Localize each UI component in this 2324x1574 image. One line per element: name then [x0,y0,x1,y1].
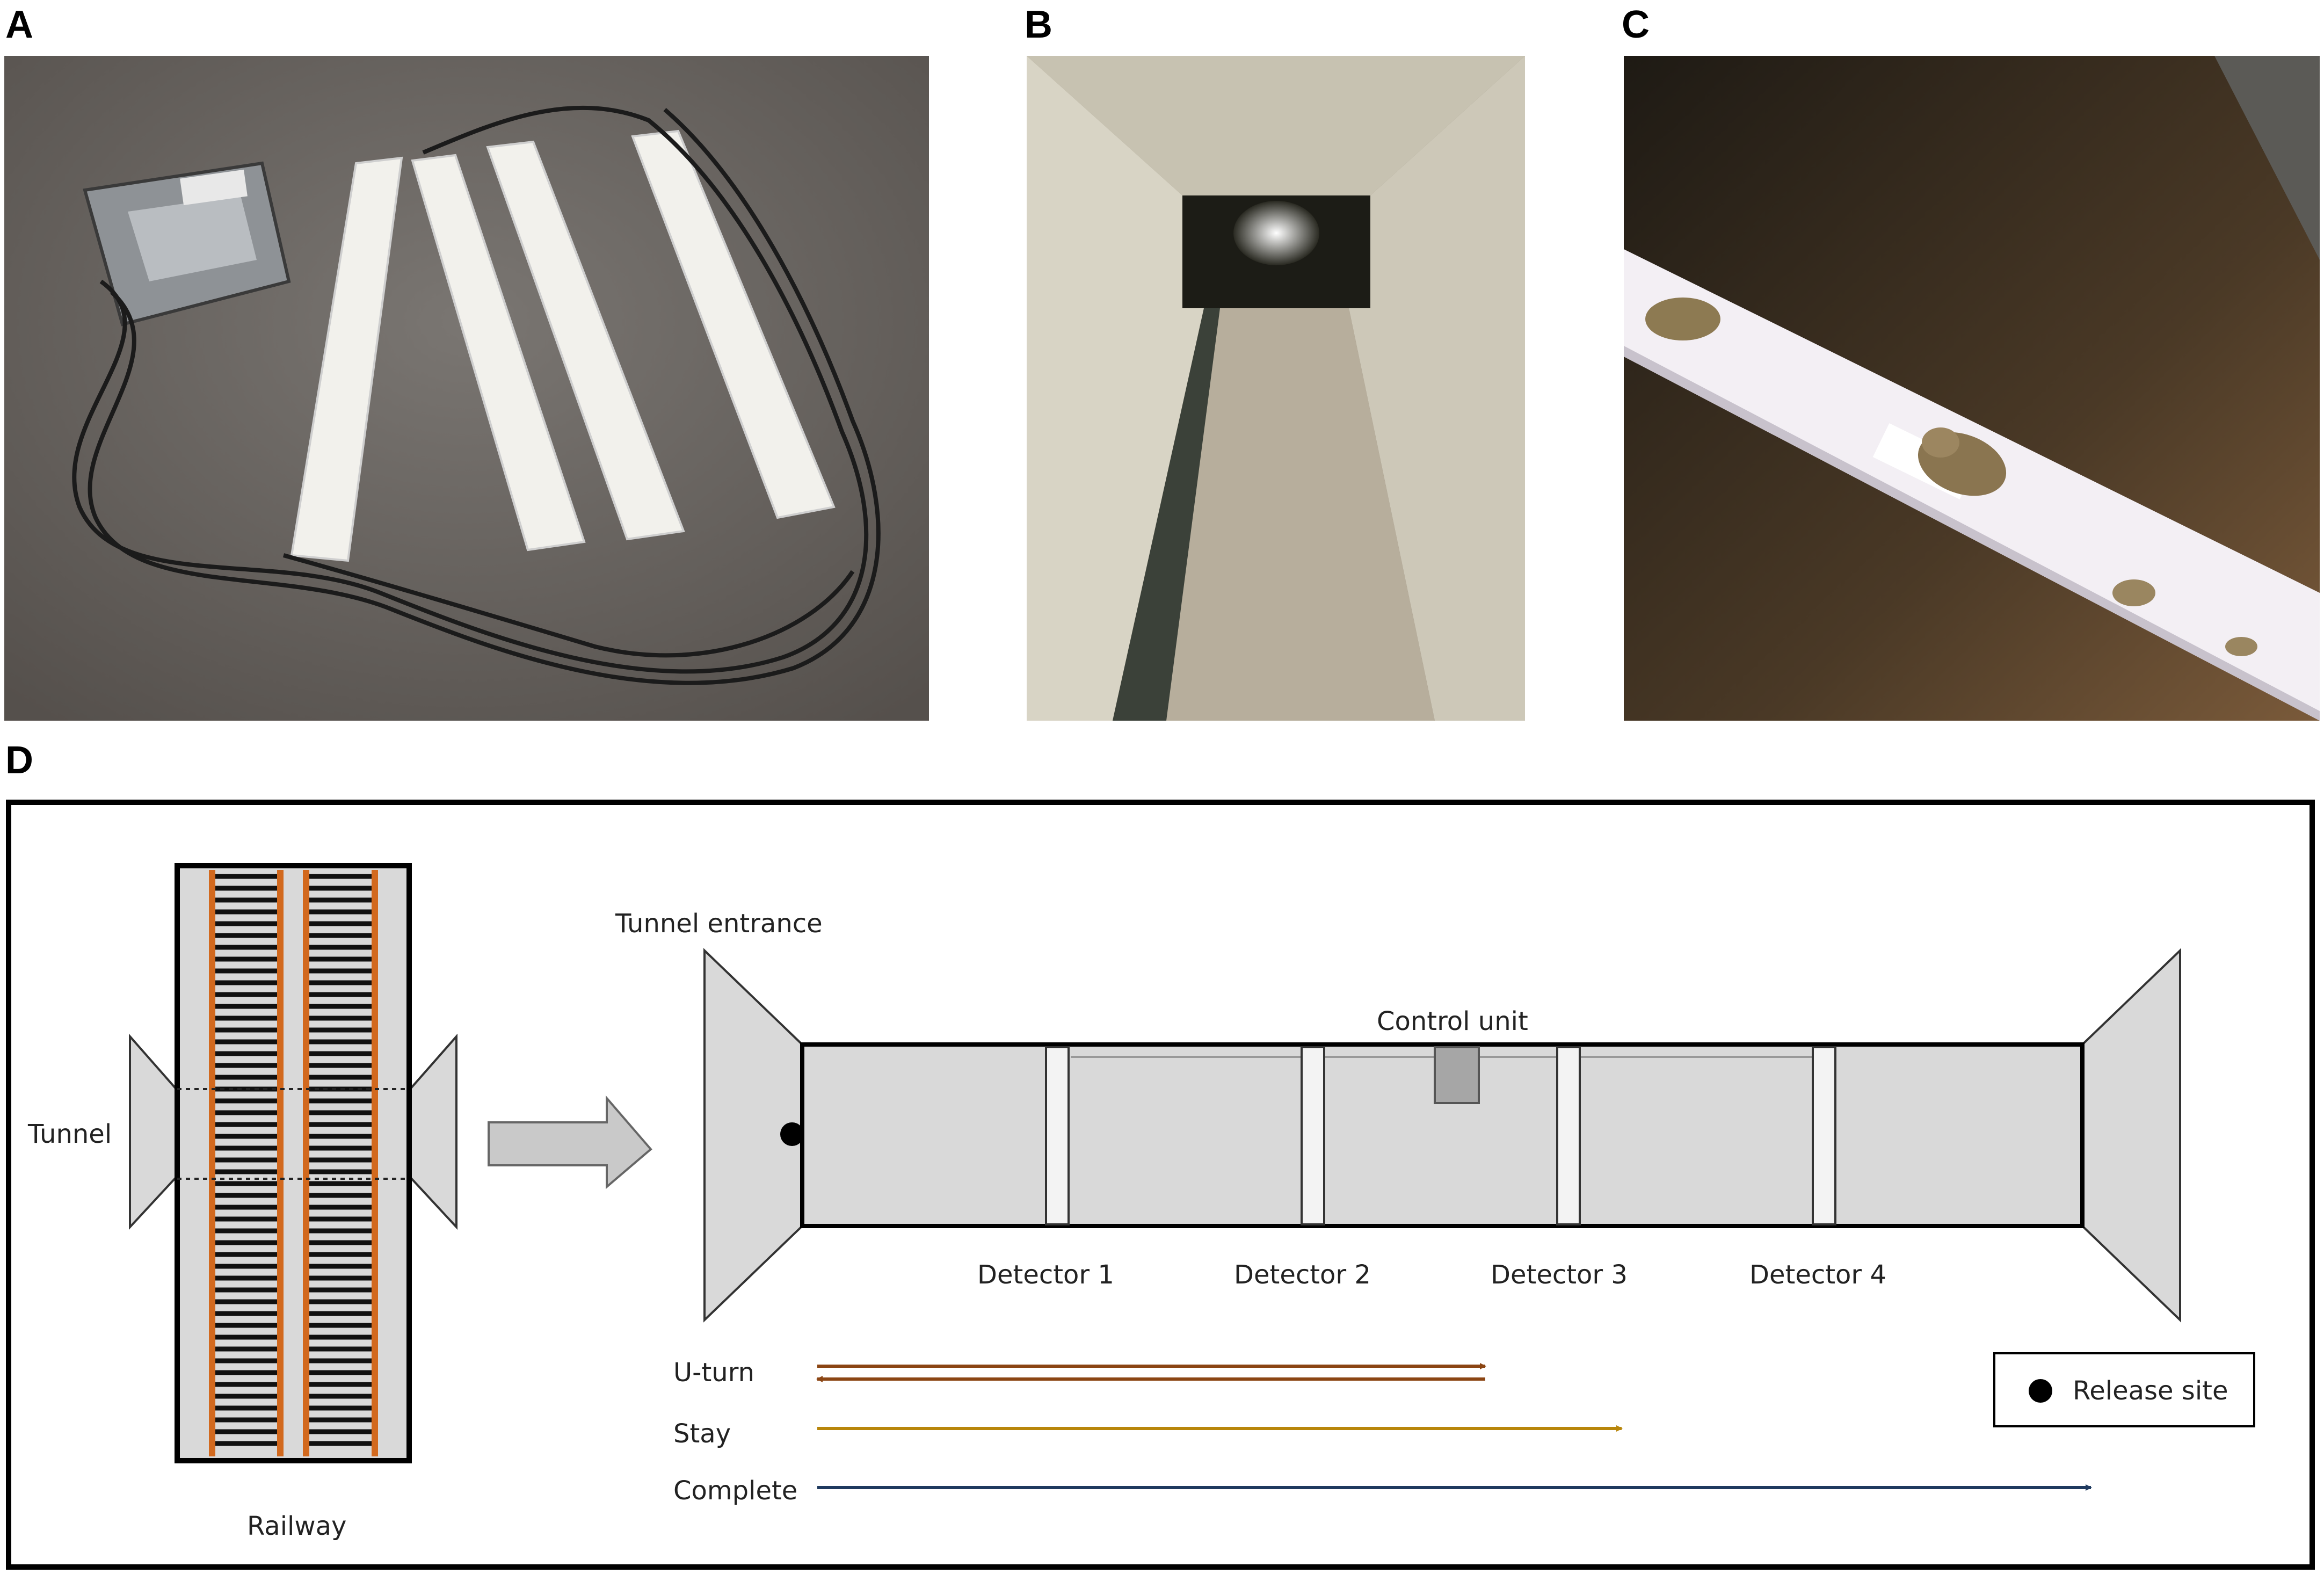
control-unit-label: Control unit [1377,1006,1528,1036]
cables [72,105,881,685]
toad [1918,427,2007,496]
transition-arrow [488,1095,652,1189]
legend-release-site-label: Release site [2073,1376,2228,1406]
tunnel-side-view [703,948,2181,1323]
railway-ties [212,874,375,1446]
detector-3-label: Detector 3 [1491,1260,1628,1290]
panel-letter-b: B [1025,3,1052,46]
legend: Release site [1993,1352,2255,1427]
panel-letter-d: D [5,739,33,782]
detector-bars [290,129,836,562]
legend-release-site-marker [2029,1379,2052,1403]
stay-label: Stay [673,1419,731,1449]
detector-1 [1045,1046,1070,1225]
panel-letter-c: C [1622,3,1650,46]
photo-tunnel-interior [1027,56,1525,721]
photo-detectors-on-ground [4,56,929,721]
tunnel-entrance-label: Tunnel entrance [615,909,823,939]
detector-3 [1556,1046,1581,1225]
detector-2 [1301,1046,1325,1225]
uturn-label: U-turn [673,1358,754,1388]
complete-label: Complete [673,1476,797,1506]
photo-toad-on-detector [1624,56,2320,721]
railway-schematic [129,863,457,1463]
detector-2-label: Detector 2 [1234,1260,1371,1290]
tunnel-label: Tunnel [27,1119,112,1149]
railway-label: Railway [247,1511,346,1541]
detector-4-label: Detector 4 [1749,1260,1886,1290]
detector-1-label: Detector 1 [977,1260,1114,1290]
detector-4 [1812,1046,1836,1225]
control-unit-box [83,161,291,327]
control-unit [1434,1046,1480,1104]
release-site-marker [780,1122,804,1146]
panel-letter-a: A [5,3,33,46]
